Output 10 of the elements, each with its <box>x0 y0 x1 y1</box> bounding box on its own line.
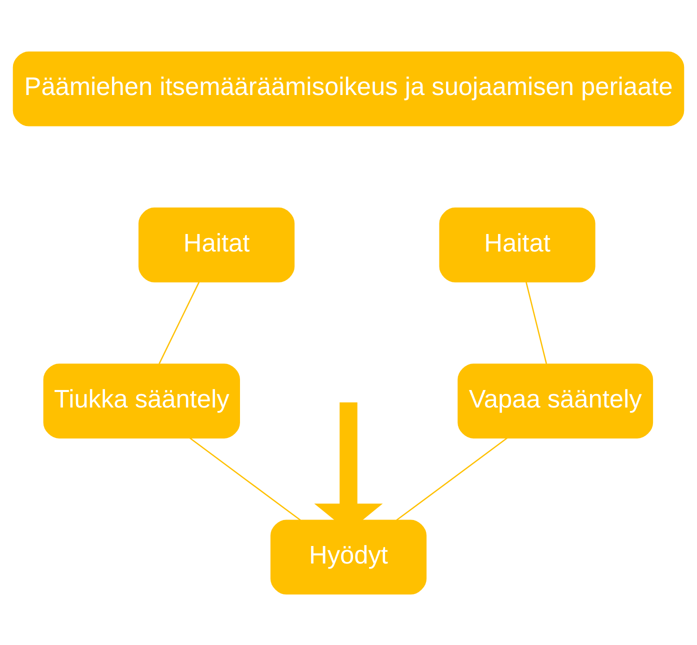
node-box: Haitat <box>138 207 295 282</box>
connector <box>525 281 548 364</box>
node-box: Vapaa sääntely <box>458 363 654 438</box>
connector <box>189 436 301 520</box>
connector <box>396 436 508 520</box>
node-box: Tiukka sääntely <box>43 363 240 438</box>
node-box: Hyödyt <box>270 519 427 594</box>
connector <box>158 281 200 364</box>
node-box: Päämiehen itsemääräämisoikeus ja suojaamisen periaate <box>12 50 684 126</box>
node-box: Haitat <box>439 207 596 282</box>
